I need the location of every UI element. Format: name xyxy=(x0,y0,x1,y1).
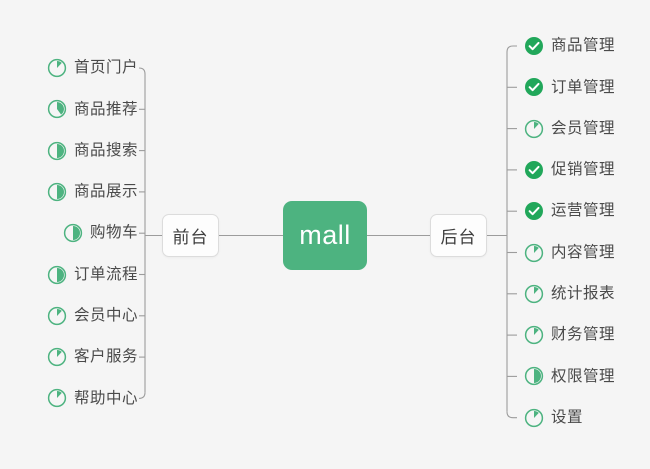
pie-progress-icon xyxy=(47,100,67,119)
leaf-item-front-0[interactable]: 首页门户 xyxy=(47,55,138,81)
pie-progress-icon xyxy=(47,389,67,408)
leaf-item-label: 商品推荐 xyxy=(73,100,138,118)
leaf-item-label: 商品搜索 xyxy=(73,141,138,159)
leaf-item-label: 促销管理 xyxy=(551,161,616,179)
connector-stub xyxy=(138,67,146,75)
leaf-item-front-6[interactable]: 会员中心 xyxy=(47,303,138,329)
pie-progress-icon xyxy=(524,367,544,386)
leaf-item-label: 设置 xyxy=(551,408,584,426)
leaf-item-back-5[interactable]: 内容管理 xyxy=(524,240,615,266)
leaf-item-back-4[interactable]: 运营管理 xyxy=(524,198,615,224)
leaf-item-back-2[interactable]: 会员管理 xyxy=(524,116,615,142)
leaf-item-label: 帮助中心 xyxy=(73,389,138,407)
leaf-item-front-7[interactable]: 客户服务 xyxy=(47,344,138,370)
pie-progress-icon xyxy=(47,58,67,78)
pie-progress-icon xyxy=(47,306,67,325)
pie-progress-icon xyxy=(47,141,67,160)
check-circle-icon xyxy=(525,202,543,221)
leaf-item-label: 客户服务 xyxy=(73,348,138,366)
branch-node-front[interactable]: 前台 xyxy=(162,214,219,257)
leaf-item-back-9[interactable]: 设置 xyxy=(524,405,583,431)
leaf-item-label: 商品展示 xyxy=(73,183,138,201)
leaf-item-label: 商品管理 xyxy=(551,37,616,55)
leaf-item-back-7[interactable]: 财务管理 xyxy=(524,322,615,348)
leaf-item-front-2[interactable]: 商品搜索 xyxy=(47,138,138,164)
leaf-item-label: 订单流程 xyxy=(73,265,138,283)
leaf-item-label: 会员中心 xyxy=(73,307,138,325)
root-node-label: mall xyxy=(299,220,351,250)
connector-stub xyxy=(138,392,146,399)
check-circle-icon xyxy=(525,160,543,179)
pie-progress-icon xyxy=(524,243,544,262)
leaf-item-front-1[interactable]: 商品推荐 xyxy=(47,96,138,122)
leaf-item-label: 统计报表 xyxy=(551,285,616,303)
pie-progress-icon xyxy=(63,224,83,243)
leaf-item-back-1[interactable]: 订单管理 xyxy=(524,74,615,100)
leaf-item-front-3[interactable]: 商品展示 xyxy=(47,179,138,205)
leaf-item-label: 权限管理 xyxy=(551,367,616,385)
leaf-item-front-5[interactable]: 订单流程 xyxy=(47,262,138,288)
pie-progress-icon xyxy=(47,182,67,202)
pie-progress-icon xyxy=(524,284,544,303)
check-circle-icon xyxy=(525,37,543,55)
leaf-item-label: 会员管理 xyxy=(551,119,616,137)
leaf-item-label: 订单管理 xyxy=(551,78,616,96)
connector-stub xyxy=(506,411,517,419)
root-node-mall[interactable]: mall xyxy=(283,201,367,270)
leaf-item-label: 运营管理 xyxy=(551,202,616,220)
leaf-item-back-8[interactable]: 权限管理 xyxy=(524,363,615,389)
leaf-item-back-6[interactable]: 统计报表 xyxy=(524,281,615,307)
check-circle-icon xyxy=(525,78,543,97)
leaf-item-label: 内容管理 xyxy=(551,243,616,261)
pie-progress-icon xyxy=(47,265,67,284)
leaf-item-label: 购物车 xyxy=(89,224,138,242)
leaf-item-back-0[interactable]: 商品管理 xyxy=(524,33,615,59)
pie-progress-icon xyxy=(524,325,544,345)
leaf-item-front-8[interactable]: 帮助中心 xyxy=(47,385,138,411)
leaf-item-front-4[interactable]: 购物车 xyxy=(63,220,138,246)
leaf-item-label: 财务管理 xyxy=(551,326,616,344)
leaf-item-back-3[interactable]: 促销管理 xyxy=(524,157,615,183)
branch-node-back[interactable]: 后台 xyxy=(430,214,487,257)
branch-node-front-label: 前台 xyxy=(172,228,209,247)
pie-progress-icon xyxy=(524,119,544,138)
leaf-item-label: 首页门户 xyxy=(73,59,138,77)
pie-progress-icon xyxy=(524,408,544,427)
branch-node-back-label: 后台 xyxy=(440,228,477,247)
connector-stub xyxy=(506,45,517,53)
pie-progress-icon xyxy=(47,347,67,367)
